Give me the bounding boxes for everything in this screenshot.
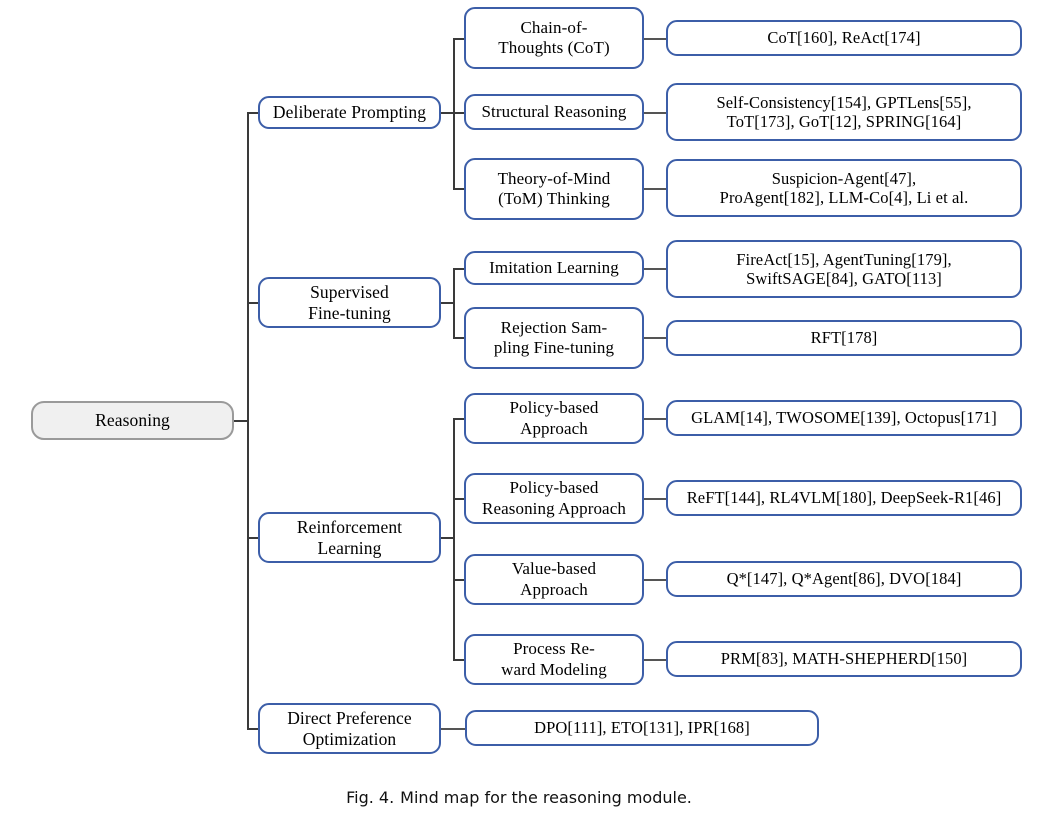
edge-structural-to-leaf xyxy=(643,112,668,114)
branch-label-reinforcement-learning: Reinforcement Learning xyxy=(296,516,403,558)
figure-label: Fig. 4. xyxy=(346,788,395,807)
child-node-value-based-approach[interactable]: Value-based Approach xyxy=(464,554,644,605)
child-node-imitation-learning[interactable]: Imitation Learning xyxy=(464,251,644,285)
edge-rl-to-policy xyxy=(453,418,465,420)
child-node-process-reward-modeling[interactable]: Process Re- ward Modeling xyxy=(464,634,644,685)
edge-policy-to-leaf xyxy=(643,418,668,420)
leaf-label-structural-reasoning-refs: Self-Consistency[154], GPTLens[55], ToT[… xyxy=(716,92,972,131)
leaf-label-rejection-sampling-refs: RFT[178] xyxy=(810,328,878,348)
leaf-node-direct-preference-optimization-refs[interactable]: DPO[111], ETO[131], IPR[168] xyxy=(465,710,819,746)
child-label-policy-based-approach: Policy-based Approach xyxy=(509,398,599,438)
edge-cot-to-leaf xyxy=(643,38,668,40)
child-node-theory-of-mind[interactable]: Theory-of-Mind (ToM) Thinking xyxy=(464,158,644,220)
branch-label-direct-preference-optimization: Direct Preference Optimization xyxy=(287,707,412,749)
edge-rl-to-prm xyxy=(453,659,465,661)
leaf-label-process-reward-modeling-refs: PRM[83], MATH-SHEPHERD[150] xyxy=(720,649,968,669)
edge-imitation-to-leaf xyxy=(643,268,668,270)
child-label-value-based-approach: Value-based Approach xyxy=(511,559,597,599)
edge-tom-to-leaf xyxy=(643,188,668,190)
edge-sft-to-rejection xyxy=(453,337,465,339)
edge-rl-to-policy-reasoning xyxy=(453,498,465,500)
edge-deliberate-to-structural xyxy=(453,112,465,114)
edge-root-stub xyxy=(234,420,248,422)
leaf-node-theory-of-mind-refs[interactable]: Suspicion-Agent[47], ProAgent[182], LLM-… xyxy=(666,159,1022,217)
child-label-process-reward-modeling: Process Re- ward Modeling xyxy=(501,639,607,679)
branch-node-deliberate-prompting[interactable]: Deliberate Prompting xyxy=(258,96,441,129)
edge-dpo-to-leaf xyxy=(440,728,466,730)
leaf-node-process-reward-modeling-refs[interactable]: PRM[83], MATH-SHEPHERD[150] xyxy=(666,641,1022,677)
leaf-node-rejection-sampling-refs[interactable]: RFT[178] xyxy=(666,320,1022,356)
child-label-rejection-sampling: Rejection Sam- pling Fine-tuning xyxy=(493,317,615,357)
child-label-theory-of-mind: Theory-of-Mind (ToM) Thinking xyxy=(497,168,611,208)
branch-label-deliberate-prompting: Deliberate Prompting xyxy=(272,102,427,123)
figure-caption-text: Mind map for the reasoning module. xyxy=(400,788,692,807)
edge-deliberate-out xyxy=(440,112,454,114)
leaf-label-chain-of-thoughts-refs: CoT[160], ReAct[174] xyxy=(767,28,921,48)
leaf-node-policy-based-reasoning-approach-refs[interactable]: ReFT[144], RL4VLM[180], DeepSeek-R1[46] xyxy=(666,480,1022,516)
leaf-label-policy-based-reasoning-approach-refs: ReFT[144], RL4VLM[180], DeepSeek-R1[46] xyxy=(686,488,1002,508)
leaf-label-value-based-approach-refs: Q*[147], Q*Agent[86], DVO[184] xyxy=(726,569,962,589)
edge-rl-spine xyxy=(453,418,455,659)
branch-node-direct-preference-optimization[interactable]: Direct Preference Optimization xyxy=(258,703,441,754)
edge-deliberate-to-cot xyxy=(453,38,465,40)
child-node-chain-of-thoughts[interactable]: Chain-of- Thoughts (CoT) xyxy=(464,7,644,69)
edge-main-trunk xyxy=(247,113,249,729)
child-label-imitation-learning: Imitation Learning xyxy=(489,257,619,277)
leaf-node-value-based-approach-refs[interactable]: Q*[147], Q*Agent[86], DVO[184] xyxy=(666,561,1022,597)
leaf-label-policy-based-approach-refs: GLAM[14], TWOSOME[139], Octopus[171] xyxy=(691,408,997,428)
branch-node-reinforcement-learning[interactable]: Reinforcement Learning xyxy=(258,512,441,563)
edge-sft-out xyxy=(440,302,454,304)
edge-rl-out xyxy=(440,537,454,539)
edge-value-to-leaf xyxy=(643,579,668,581)
child-node-policy-based-approach[interactable]: Policy-based Approach xyxy=(464,393,644,444)
child-label-structural-reasoning: Structural Reasoning xyxy=(481,101,627,121)
leaf-label-theory-of-mind-refs: Suspicion-Agent[47], ProAgent[182], LLM-… xyxy=(719,168,969,207)
edge-trunk-to-dpo xyxy=(247,728,259,730)
branch-node-supervised-fine-tuning[interactable]: Supervised Fine-tuning xyxy=(258,277,441,328)
child-label-chain-of-thoughts: Chain-of- Thoughts (CoT) xyxy=(498,17,610,57)
leaf-node-structural-reasoning-refs[interactable]: Self-Consistency[154], GPTLens[55], ToT[… xyxy=(666,83,1022,141)
edge-policy-reasoning-to-leaf xyxy=(643,498,668,500)
child-node-structural-reasoning[interactable]: Structural Reasoning xyxy=(464,94,644,130)
figure-caption: Fig. 4. Mind map for the reasoning module… xyxy=(0,788,1038,807)
root-node-reasoning[interactable]: Reasoning xyxy=(31,401,234,440)
child-node-rejection-sampling[interactable]: Rejection Sam- pling Fine-tuning xyxy=(464,307,644,369)
edge-trunk-to-rl xyxy=(247,537,259,539)
edge-rl-to-value xyxy=(453,579,465,581)
root-node-label: Reasoning xyxy=(95,410,170,431)
leaf-node-policy-based-approach-refs[interactable]: GLAM[14], TWOSOME[139], Octopus[171] xyxy=(666,400,1022,436)
leaf-node-imitation-learning-refs[interactable]: FireAct[15], AgentTuning[179], SwiftSAGE… xyxy=(666,240,1022,298)
edge-trunk-to-deliberate xyxy=(247,112,259,114)
child-node-policy-based-reasoning-approach[interactable]: Policy-based Reasoning Approach xyxy=(464,473,644,524)
edge-sft-to-imitation xyxy=(453,268,465,270)
leaf-label-imitation-learning-refs: FireAct[15], AgentTuning[179], SwiftSAGE… xyxy=(736,249,952,288)
edge-prm-to-leaf xyxy=(643,659,668,661)
edge-deliberate-to-tom xyxy=(453,188,465,190)
edge-sft-spine xyxy=(453,268,455,338)
leaf-label-direct-preference-optimization-refs: DPO[111], ETO[131], IPR[168] xyxy=(534,718,750,738)
edge-trunk-to-sft xyxy=(247,302,259,304)
child-label-policy-based-reasoning-approach: Policy-based Reasoning Approach xyxy=(482,478,626,518)
leaf-node-chain-of-thoughts-refs[interactable]: CoT[160], ReAct[174] xyxy=(666,20,1022,56)
edge-rejection-to-leaf xyxy=(643,337,668,339)
branch-label-supervised-fine-tuning: Supervised Fine-tuning xyxy=(308,281,391,323)
